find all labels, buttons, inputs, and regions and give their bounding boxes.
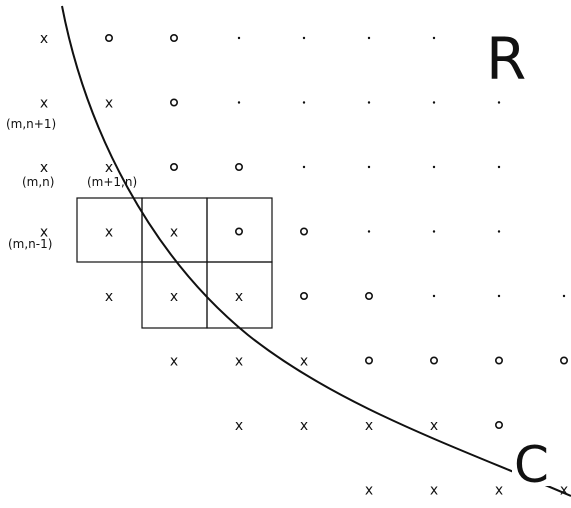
lattice-point-x: x <box>430 418 438 434</box>
lattice-point-dot <box>302 101 306 104</box>
lattice-point-x: x <box>365 483 373 499</box>
lattice-point-dot <box>432 165 436 169</box>
lattice-point-dot <box>497 101 501 104</box>
lattice-point-x: x <box>235 354 243 370</box>
lattice-point-o <box>299 291 308 300</box>
boundary-curve-c <box>61 5 571 497</box>
curve-label-c: C <box>514 436 549 494</box>
lattice-point-x: x <box>300 354 308 370</box>
lattice-point-x: x <box>495 483 503 499</box>
lattice-point-o <box>235 227 244 236</box>
lattice-point-o <box>559 356 568 365</box>
lattice-point-x: x <box>235 418 243 434</box>
lattice-point-dot <box>367 230 371 233</box>
lattice-point-x: x <box>40 31 48 47</box>
cell-m2-n-minus-1 <box>206 197 273 263</box>
lattice-point-o <box>364 356 373 365</box>
lattice-point-dot <box>237 101 241 104</box>
label-m-n-plus-1: (m,n+1) <box>6 117 56 131</box>
lattice-point-o <box>170 163 179 172</box>
cell-grid <box>76 197 273 329</box>
lattice-point-dot <box>432 294 436 298</box>
lattice-point-dot <box>432 101 436 104</box>
label-m-n: (m,n) <box>22 175 54 189</box>
lattice-point-dot <box>237 36 241 40</box>
label-m-plus-1-n: (m+1,n) <box>87 175 137 189</box>
lattice-point-dot <box>432 36 436 40</box>
lattice-point-x: x <box>40 225 48 241</box>
lattice-point-x: x <box>105 289 113 305</box>
lattice-point-dot <box>497 165 501 169</box>
lattice-point-x: x <box>560 483 568 499</box>
lattice-point-dot <box>367 165 371 169</box>
lattice-point-dot <box>497 230 501 233</box>
lattice-points: x x x x x x x x x x x x x x x x x x x x x x <box>40 31 568 499</box>
lattice-point-dot <box>302 165 306 169</box>
lattice-point-dot <box>432 230 436 233</box>
lattice-point-x: x <box>170 354 178 370</box>
lattice-point-x: x <box>170 289 178 305</box>
lattice-point-o <box>170 98 179 107</box>
lattice-point-dot <box>302 36 306 40</box>
lattice-point-o <box>429 356 438 365</box>
lattice-point-o <box>494 420 503 429</box>
lattice-point-x: x <box>235 289 243 305</box>
label-m-n-minus-1: (m,n-1) <box>8 237 52 251</box>
lattice-point-dot <box>367 101 371 104</box>
lattice-point-x: x <box>300 418 308 434</box>
lattice-point-x: x <box>365 418 373 434</box>
lattice-point-o <box>364 291 373 300</box>
lattice-point-dot <box>562 294 566 298</box>
lattice-point-o <box>105 33 114 42</box>
lattice-point-o <box>235 163 244 172</box>
lattice-point-dot <box>497 294 501 298</box>
lattice-point-dot <box>367 36 371 40</box>
region-label-r: R <box>486 25 526 93</box>
lattice-point-x: x <box>105 96 113 112</box>
lattice-point-x: x <box>105 160 113 176</box>
lattice-point-o <box>299 227 308 236</box>
lattice-point-o <box>494 356 503 365</box>
lattice-point-x: x <box>170 225 178 241</box>
lattice-point-x: x <box>40 96 48 112</box>
lattice-point-o <box>170 33 179 42</box>
lattice-point-x: x <box>40 160 48 176</box>
curve-label-backdrop <box>512 436 556 486</box>
lattice-point-x: x <box>430 483 438 499</box>
lattice-point-x: x <box>105 225 113 241</box>
